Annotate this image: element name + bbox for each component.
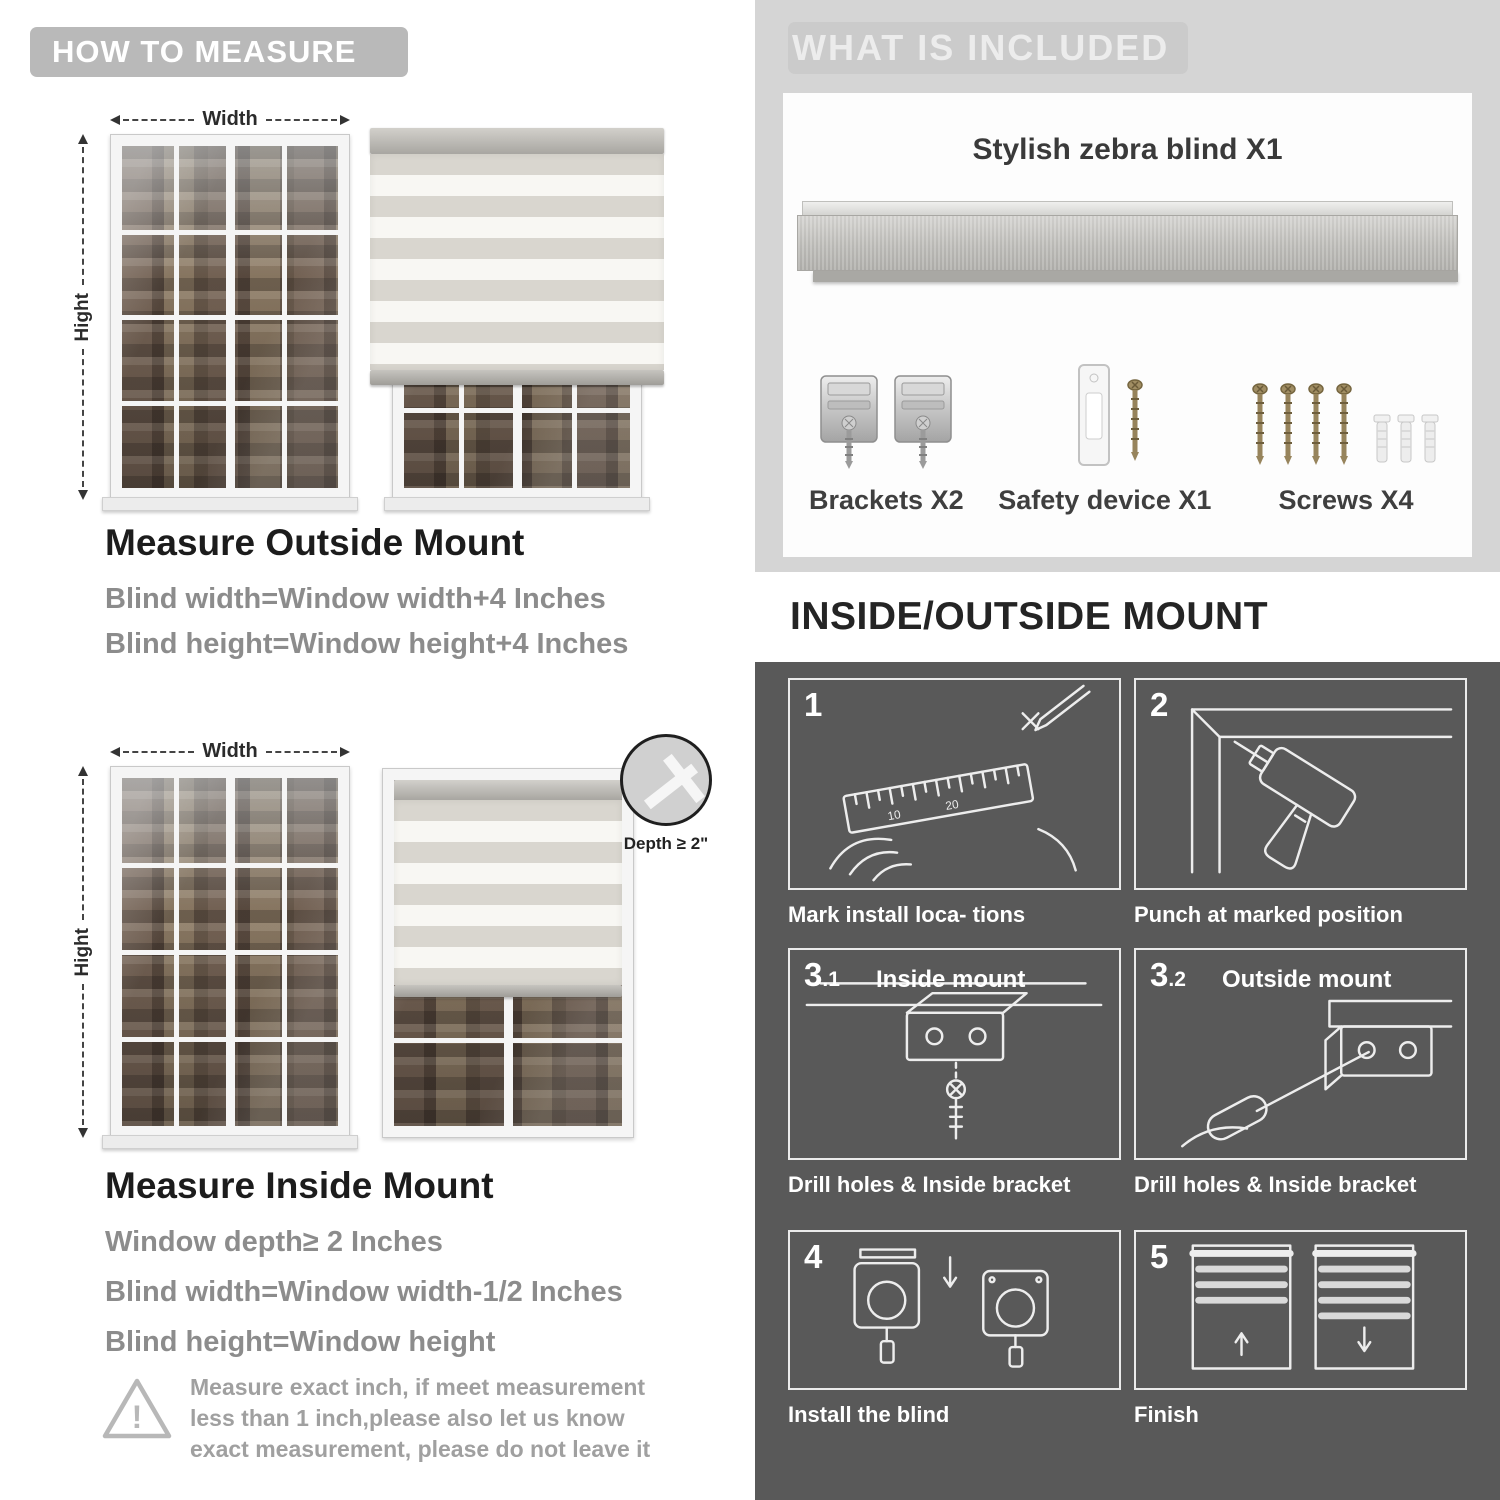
inside-height-formula: Blind height=Window height xyxy=(105,1326,496,1358)
what-is-included-badge: WHAT IS INCLUDED xyxy=(788,22,1188,74)
depth-callout: Depth ≥ 2" xyxy=(586,734,746,854)
zebra-blind-icon xyxy=(370,128,664,385)
pack-item-safety-device: Safety device X1 xyxy=(998,345,1211,516)
what-is-included-label: WHAT IS INCLUDED xyxy=(792,27,1170,68)
arrow-up-icon xyxy=(78,134,88,144)
step-number: 5 xyxy=(1150,1238,1169,1275)
step-panel-4: 4 In xyxy=(788,1230,1121,1428)
depth-label: Depth ≥ 2" xyxy=(623,834,709,853)
width-label: Width xyxy=(202,740,258,762)
svg-text:20: 20 xyxy=(945,798,961,813)
step-title: Inside mount xyxy=(876,966,1026,993)
step-number: 3 xyxy=(1150,956,1169,993)
height-dimension: Hight xyxy=(72,766,94,1139)
step-caption: Drill holes & Inside bracket xyxy=(788,1172,1071,1197)
step-caption: Mark install loca- tions xyxy=(788,902,1026,927)
included-items-row: Brackets X2 Safety device X1 xyxy=(783,345,1472,516)
outside-mount-figure: Width Hight xyxy=(60,100,685,511)
measure-inside-title: Measure Inside Mount xyxy=(105,1165,494,1206)
arrow-left-icon xyxy=(110,746,120,757)
included-card: Stylish zebra blind X1 Brackets X2 xyxy=(783,93,1472,557)
included-panel: WHAT IS INCLUDED Stylish zebra blind X1 … xyxy=(755,0,1500,572)
step-panel-3-1: 3.1 Inside mount xyxy=(788,948,1121,1198)
step-number: 4 xyxy=(804,1238,823,1275)
install-blind-icon xyxy=(853,1248,1049,1368)
mount-panel: 1 10 20 Mar xyxy=(755,662,1500,1500)
zebra-blind-outside-illustration xyxy=(370,128,664,511)
width-dimension: Width xyxy=(110,108,351,131)
svg-text:10: 10 xyxy=(887,808,903,823)
arrow-right-icon xyxy=(340,114,351,125)
depth-magnifier-icon xyxy=(620,734,712,826)
ruler-hand-icon: 10 20 xyxy=(829,684,1091,882)
step-caption: Drill holes & Inside bracket xyxy=(1134,1172,1417,1197)
drill-icon xyxy=(1190,708,1453,874)
svg-text:!: ! xyxy=(132,1399,143,1435)
outside-bracket-icon xyxy=(1181,999,1453,1148)
how-to-measure-label: HOW TO MEASURE xyxy=(52,34,357,69)
mount-header: INSIDE/OUTSIDE MOUNT xyxy=(790,595,1269,638)
zebra-blind-inside-illustration xyxy=(382,768,634,1138)
arrow-down-icon xyxy=(78,490,88,501)
step-number: 2 xyxy=(1150,686,1169,723)
arrow-right-icon xyxy=(340,746,351,757)
outside-width-formula: Blind width=Window width+4 Inches xyxy=(105,583,606,615)
height-label: Hight xyxy=(72,292,93,342)
arrow-down-icon xyxy=(78,1128,88,1139)
pack-item-label: Brackets X2 xyxy=(809,485,964,515)
mount-header-strip: INSIDE/OUTSIDE MOUNT xyxy=(755,572,1500,662)
step-caption: Punch at marked position xyxy=(1134,902,1403,927)
pack-item-screws: Screws X4 xyxy=(1246,345,1446,516)
safety-device-icon xyxy=(1045,345,1165,473)
window-sill xyxy=(102,497,358,511)
warning-text: Measure exact inch, if meet measurement … xyxy=(190,1374,651,1463)
arrow-up-icon xyxy=(78,766,88,776)
arrow-left-icon xyxy=(110,114,120,125)
outside-height-formula: Blind height=Window height+4 Inches xyxy=(105,628,629,660)
step-number: 1 xyxy=(804,686,823,723)
step-title: Outside mount xyxy=(1222,966,1392,993)
inside-mount-figure: Width Hight xyxy=(60,730,712,1150)
finish-blinds-icon xyxy=(1189,1244,1417,1370)
height-label: Hight xyxy=(72,927,93,977)
headrail-illustration xyxy=(797,201,1458,282)
blind-product-title: Stylish zebra blind X1 xyxy=(972,133,1283,166)
brackets-icon xyxy=(818,345,954,473)
step-panel-5: 5 xyxy=(1134,1230,1467,1428)
step-panel-3-2: 3.2 Outside mount Drill holes & In xyxy=(1134,948,1467,1198)
window-illustration xyxy=(102,766,358,1149)
width-dimension: Width xyxy=(110,740,351,763)
window-glass xyxy=(122,146,338,488)
width-label: Width xyxy=(202,108,258,130)
screws-icon xyxy=(1246,345,1446,473)
step-caption: Install the blind xyxy=(788,1402,950,1427)
step-caption: Finish xyxy=(1134,1402,1199,1427)
pack-item-brackets: Brackets X2 xyxy=(809,345,964,516)
zebra-blind-icon xyxy=(394,780,622,997)
inside-bracket-icon xyxy=(805,982,1103,1140)
height-dimension: Hight xyxy=(72,134,94,501)
step-number: 3 xyxy=(804,956,823,993)
measure-outside-title: Measure Outside Mount xyxy=(105,522,525,563)
window-depth-note: Window depth≥ 2 Inches xyxy=(105,1226,443,1258)
pack-item-label: Screws X4 xyxy=(1278,485,1414,515)
step-panel-1: 1 10 20 Mar xyxy=(788,678,1121,928)
window-illustration xyxy=(102,134,358,511)
how-to-measure-badge: HOW TO MEASURE xyxy=(30,27,408,77)
warning-icon: ! xyxy=(100,1375,174,1443)
inside-width-formula: Blind width=Window width-1/2 Inches xyxy=(105,1276,623,1308)
step-panel-2: 2 Punch xyxy=(1134,678,1467,928)
pack-item-label: Safety device X1 xyxy=(998,485,1212,515)
